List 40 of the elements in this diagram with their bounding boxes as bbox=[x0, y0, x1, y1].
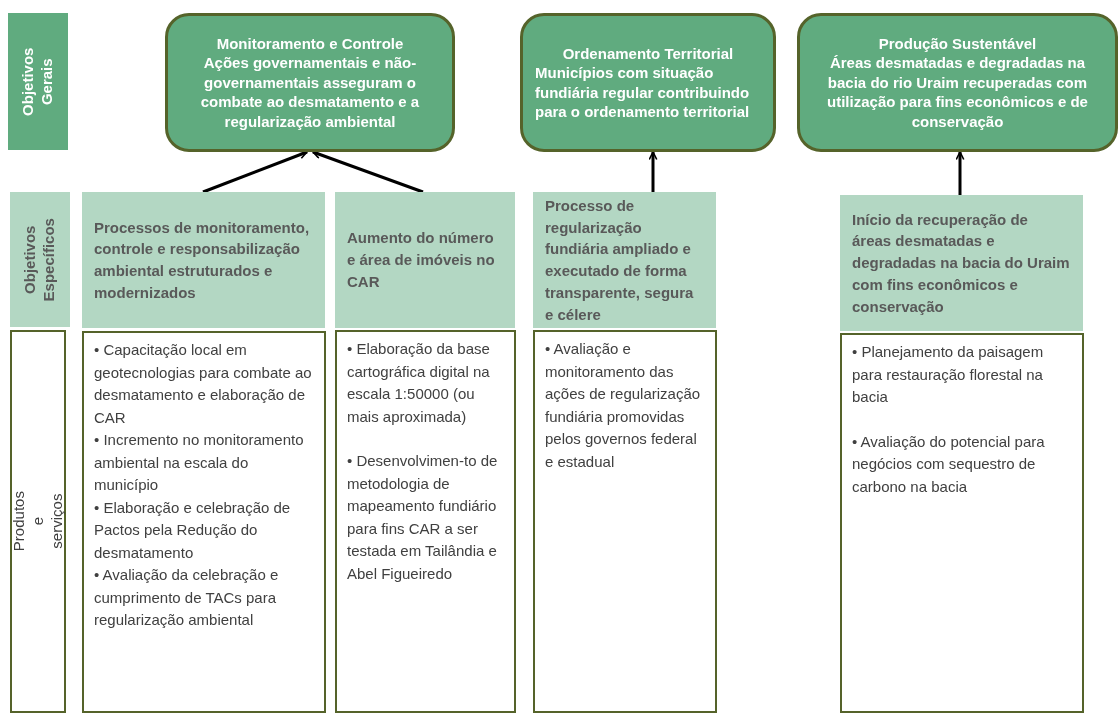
row-label: Produtos e serviços bbox=[9, 491, 66, 552]
bullet-item: • Elaboração da base cartográfica digital na escala 1:50000 (ou mais aproximada) bbox=[347, 339, 491, 427]
arrow bbox=[955, 151, 965, 195]
objective-box bbox=[335, 192, 515, 328]
row-label: Objetivos Específicos bbox=[21, 217, 58, 302]
arrow bbox=[202, 150, 308, 194]
product-box bbox=[533, 330, 717, 713]
objective-box bbox=[82, 192, 325, 328]
row-header bbox=[10, 192, 70, 327]
objective-text: Processos de monitoramento, controle e responsabilização ambiental estruturados e modernizados bbox=[94, 217, 311, 303]
bullet-item: • Elaboração e celebração de Pactos pela Redução do desmatamento bbox=[94, 497, 292, 563]
row-header bbox=[10, 330, 66, 713]
goal-box bbox=[797, 13, 1118, 152]
goal-description: Ações governamentais e não-governamentais asseguram o combate ao desmatamento e a regularização ambiental bbox=[199, 53, 421, 132]
objective-text: Processo de regularização fundiária ampliado e executado de forma transparente, segura e célere bbox=[545, 195, 695, 325]
arrow bbox=[312, 150, 424, 194]
objective-box bbox=[533, 192, 716, 328]
objective-box bbox=[840, 195, 1083, 331]
bullet-item: • Capacitação local em geotecnologias para combate ao desmatamento e elaboração de CAR bbox=[94, 340, 313, 428]
product-box bbox=[82, 331, 326, 713]
row-label: Objetivos Gerais bbox=[19, 47, 56, 116]
objective-text: Início da recuperação de áreas desmatadas e degradadas na bacia do Uraim com fins econômicos e conservação bbox=[852, 209, 1071, 317]
product-box bbox=[335, 330, 516, 713]
bullet-item: • Avaliação e monitoramento das ações de regularização fundiária promovidas pelos governos federal e estadual bbox=[545, 339, 702, 472]
goal-title: Monitoramento e Controle bbox=[216, 33, 404, 54]
goal-title: Ordenamento Territorial bbox=[562, 43, 734, 63]
bullet-item: • Avaliação da celebração e cumprimento de TACs para regularização ambiental bbox=[94, 565, 280, 630]
goal-description: Municípios com situação fundiária regular contribuindo para o ordenamento territorial bbox=[535, 63, 751, 122]
goal-description: Áreas desmatadas e degradadas na bacia do rio Uraim recuperadas com utilização para fins econômicos e de conservação bbox=[826, 53, 1089, 132]
goal-box bbox=[165, 13, 455, 152]
bullet-item: • Planejamento da paisagem para restauração florestal na bacia bbox=[852, 342, 1045, 407]
row-header bbox=[8, 13, 68, 150]
arrow bbox=[648, 151, 658, 192]
bullet-item: • Incremento no monitoramento ambiental na escala do município bbox=[94, 430, 305, 495]
objective-text: Aumento do número e área de imóveis no CAR bbox=[347, 228, 496, 292]
goal-title: Produção Sustentável bbox=[878, 33, 1037, 54]
bullet-item: • Avaliação do potencial para negócios com sequestro de carbono na bacia bbox=[852, 431, 1046, 497]
product-box bbox=[840, 333, 1084, 713]
goal-box bbox=[520, 13, 776, 152]
bullet-item: • Desenvolvimen-to de metodologia de mapeamento fundiário para fins CAR a ser testada em Tailândia e Abel Figueiredo bbox=[347, 451, 499, 584]
